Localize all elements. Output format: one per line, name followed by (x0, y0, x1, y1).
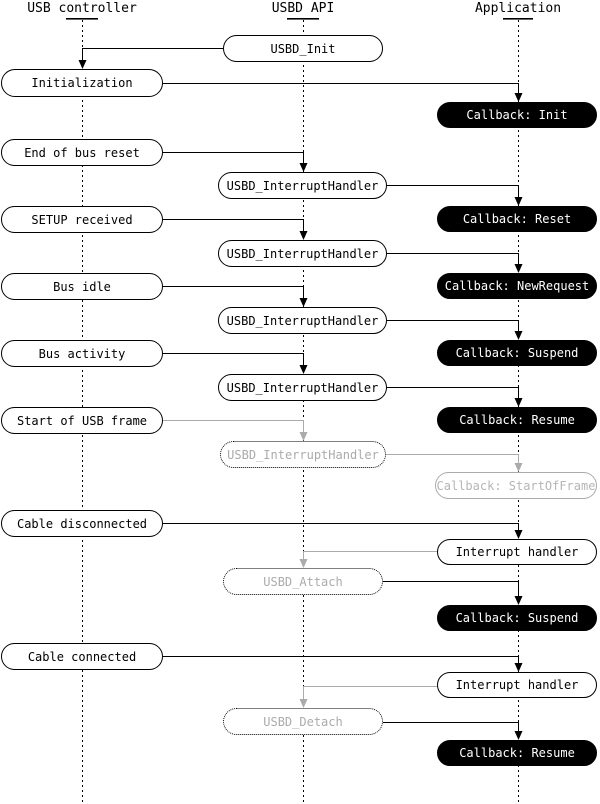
edge-interrupt-handler-to-usbd-attach-arrowhead (299, 559, 308, 568)
bus-activity-box: Bus activity (1, 340, 163, 367)
usbd-init-box: USBD_Init (223, 35, 383, 62)
edge-interrupthandler-to-callback-suspend (387, 320, 519, 333)
usbd-interrupthandler-3-box: USBD_InterruptHandler (218, 307, 387, 334)
edge-usbd-detach-to-callback-resume (383, 722, 519, 733)
edge-setup-received-to-interrupthandler-arrowhead (299, 231, 308, 240)
initialization-box: Initialization (1, 69, 163, 97)
interrupt-handler-1-box: Interrupt handler (437, 539, 597, 565)
edge-usbd-attach-to-callback-suspend-arrowhead (514, 596, 523, 605)
edge-interrupthandler-to-callback-newrequest (387, 253, 519, 266)
callback-suspend-2-box: Callback: Suspend (437, 605, 597, 631)
edge-interrupthandler-to-callback-reset (387, 185, 519, 199)
edge-interrupthandler-to-callback-startofframe (386, 454, 519, 465)
callback-resume-2-box: Callback: Resume (437, 740, 597, 766)
edge-start-of-usb-frame-to-interrupthandler-arrowhead (299, 432, 308, 441)
edge-cable-connected-to-interrupt-handler (163, 656, 519, 665)
edge-usbd-init-to-initialization-arrowhead (78, 60, 87, 69)
callback-resume-1-box: Callback: Resume (437, 407, 597, 433)
column-underline-usb-controller (66, 18, 98, 20)
callback-init-box: Callback: Init (437, 102, 597, 128)
usbd-detach-box: USBD_Detach (223, 708, 383, 735)
edge-initialization-to-callback-init-arrowhead (514, 93, 523, 102)
edge-start-of-usb-frame-to-interrupthandler (163, 420, 304, 434)
edge-interrupt-handler-to-usbd-detach (303, 686, 437, 701)
bus-idle-box: Bus idle (1, 273, 163, 300)
callback-suspend-1-box: Callback: Suspend (437, 340, 597, 366)
usbd-interrupthandler-1-box: USBD_InterruptHandler (218, 172, 387, 199)
column-underline-application (503, 18, 533, 20)
start-of-usb-frame-box: Start of USB frame (1, 407, 163, 434)
usbd-interrupthandler-2-box: USBD_InterruptHandler (218, 240, 387, 267)
edge-usbd-detach-to-callback-resume-arrowhead (514, 731, 523, 740)
edge-interrupthandler-to-callback-newrequest-arrowhead (514, 264, 523, 273)
edge-setup-received-to-interrupthandler (163, 219, 304, 233)
edge-interrupthandler-to-callback-resume (387, 387, 519, 400)
edge-end-of-bus-reset-to-interrupthandler-arrowhead (299, 163, 308, 172)
column-header-application: Application (474, 1, 562, 16)
edge-interrupt-handler-to-usbd-attach (303, 551, 437, 561)
edge-bus-idle-to-interrupthandler (163, 286, 304, 300)
callback-reset-box: Callback: Reset (437, 206, 597, 232)
column-header-usb-controller: USB controller (27, 1, 137, 16)
end-of-bus-reset-box: End of bus reset (1, 139, 163, 166)
setup-received-box: SETUP received (1, 206, 163, 233)
edge-usbd-init-to-initialization (82, 48, 223, 62)
usbd-interrupthandler-5-box: USBD_InterruptHandler (220, 441, 386, 468)
edge-cable-disconnected-to-interrupt-handler (163, 523, 519, 532)
edge-interrupthandler-to-callback-startofframe-arrowhead (514, 463, 523, 472)
edge-interrupt-handler-to-usbd-detach-arrowhead (299, 699, 308, 708)
callback-startofframe-box: Callback: StartOfFrame (435, 472, 597, 499)
usbd-attach-box: USBD_Attach (223, 568, 383, 595)
edge-bus-activity-to-interrupthandler-arrowhead (299, 365, 308, 374)
edge-cable-disconnected-to-interrupt-handler-arrowhead (514, 530, 523, 539)
column-underline-usbd-api (287, 18, 319, 20)
edge-interrupthandler-to-callback-resume-arrowhead (514, 398, 523, 407)
edge-cable-connected-to-interrupt-handler-arrowhead (514, 663, 523, 672)
callback-newrequest-box: Callback: NewRequest (437, 273, 597, 299)
edge-usbd-attach-to-callback-suspend (383, 581, 519, 598)
cable-connected-box: Cable connected (1, 643, 163, 670)
edge-interrupthandler-to-callback-suspend-arrowhead (514, 331, 523, 340)
interrupt-handler-2-box: Interrupt handler (437, 672, 597, 698)
edge-bus-idle-to-interrupthandler-arrowhead (299, 298, 308, 307)
usbd-interrupthandler-4-box: USBD_InterruptHandler (218, 374, 387, 401)
edge-bus-activity-to-interrupthandler (163, 353, 304, 367)
edge-interrupthandler-to-callback-reset-arrowhead (514, 197, 523, 206)
cable-disconnected-box: Cable disconnected (1, 510, 163, 537)
edge-initialization-to-callback-init (163, 83, 519, 95)
edge-end-of-bus-reset-to-interrupthandler (163, 152, 304, 165)
column-header-usbd-api: USBD API (271, 1, 335, 16)
